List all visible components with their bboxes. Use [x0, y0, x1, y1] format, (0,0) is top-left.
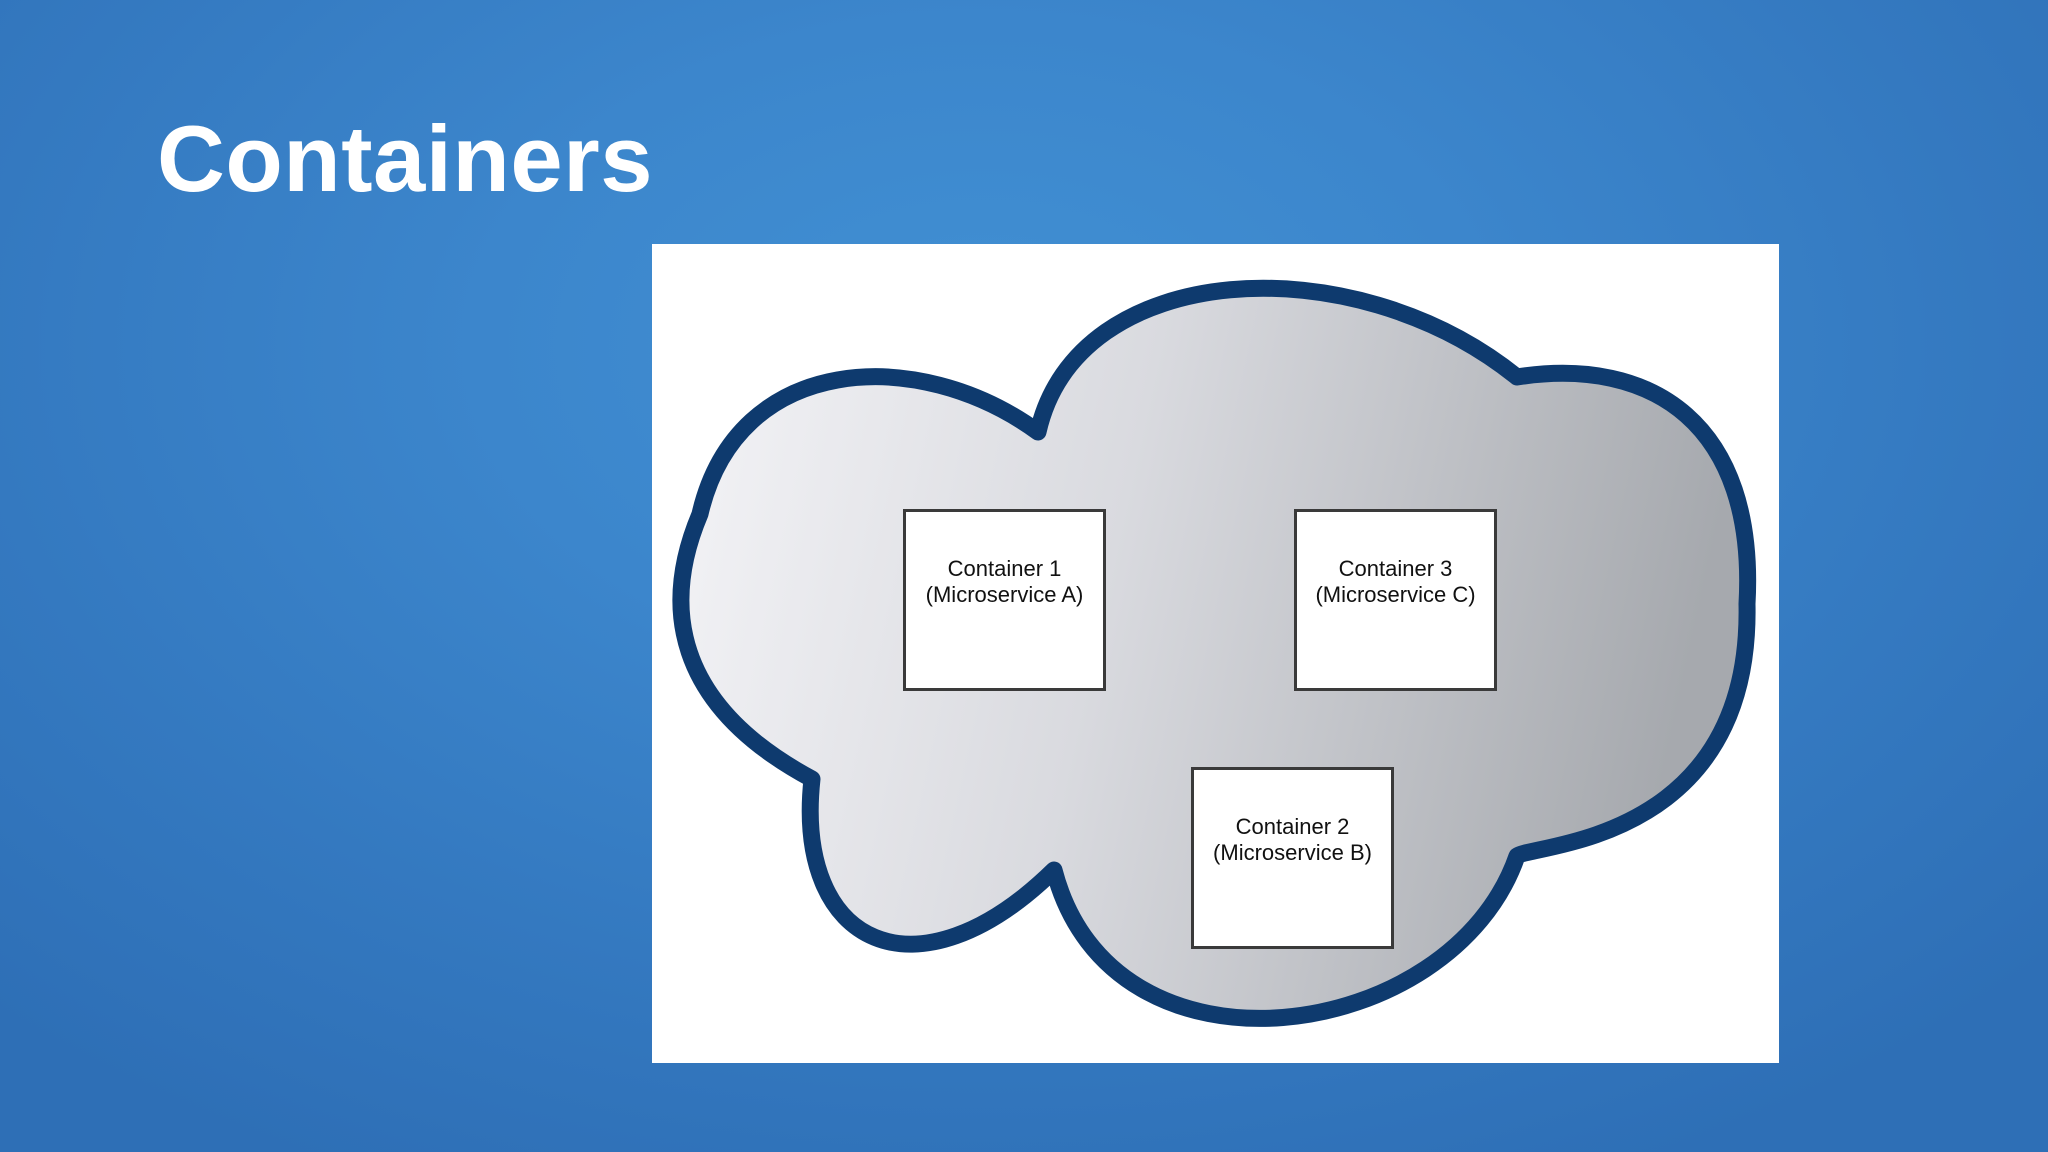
container-box-1-service: (Microservice A) [925, 582, 1084, 607]
container-box-3-service: (Microservice C) [1315, 582, 1476, 607]
container-box-2-name: Container 2 [1235, 814, 1350, 839]
container-box-1-name: Container 1 [947, 556, 1062, 581]
slide-title: Containers [157, 106, 653, 211]
container-box-2-service: (Microservice B) [1213, 840, 1372, 865]
container-box-1: Container 1 (Microservice A) [903, 509, 1106, 691]
cloud-shape [672, 279, 1757, 1027]
cloud-diagram [672, 279, 1757, 1027]
container-box-3-name: Container 3 [1338, 556, 1453, 581]
container-box-3: Container 3 (Microservice C) [1294, 509, 1497, 691]
container-box-2: Container 2 (Microservice B) [1191, 767, 1394, 949]
diagram-panel: Container 1 (Microservice A) Container 3… [652, 244, 1779, 1063]
